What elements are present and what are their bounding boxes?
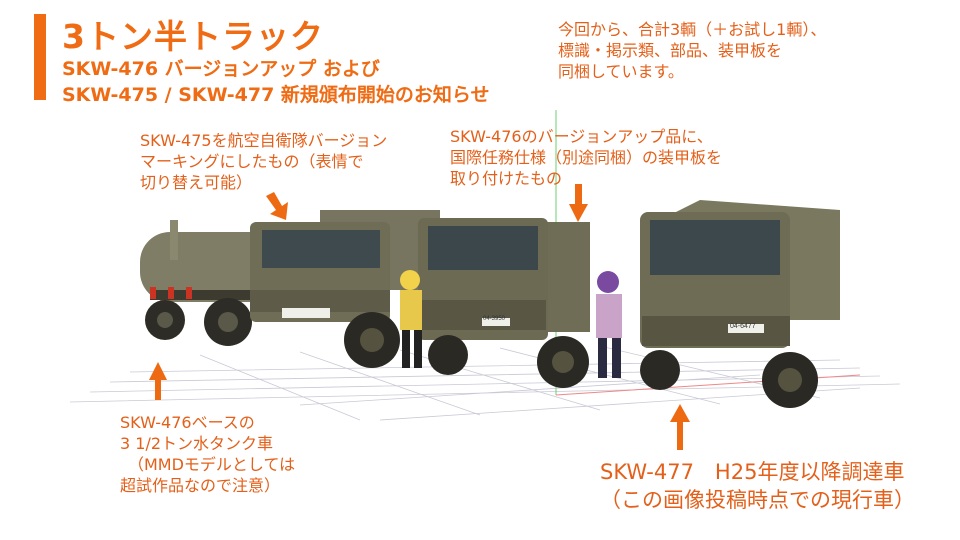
note-skw477: SKW-477 H25年度以降調達車 （この画像投稿時点での現行車） (600, 460, 915, 512)
arrow-skw476 (569, 184, 588, 222)
truck-skw476 (418, 218, 590, 388)
arrow-skw475 (266, 192, 288, 220)
character-purple (596, 271, 622, 378)
note-top-right: 今回から、合計3輌（＋お試し1輌）、 標識・掲示類、部品、装甲板を 同梱していま… (558, 20, 827, 81)
note-tanker: SKW-476ベースの 3 1/2トン水タンク車 （MMDモデルとしては 超試作… (120, 413, 296, 495)
note-skw475: SKW-475を航空自衛隊バージョン マーキングにしたもの（表情で 切り替え可能… (140, 131, 388, 192)
arrow-skw477 (670, 404, 690, 450)
page-title: 3トン半トラック (62, 17, 324, 56)
subtitle-1: SKW-476 バージョンアップ および (62, 58, 380, 80)
subtitle-2: SKW-475 / SKW-477 新規頒布開始のお知らせ (62, 84, 490, 106)
character-blonde (400, 270, 422, 368)
truck-skw475 (250, 210, 440, 368)
arrow-tanker (149, 362, 167, 400)
title-accent-bar (34, 14, 46, 100)
plate-mid: 04-3950 (483, 316, 506, 322)
plate-right: 04-6477 (730, 323, 756, 330)
note-skw476: SKW-476のバージョンアップ品に、 国際任務仕様（別途同梱）の装甲板を 取り… (450, 127, 723, 188)
truck-skw477 (640, 200, 840, 408)
